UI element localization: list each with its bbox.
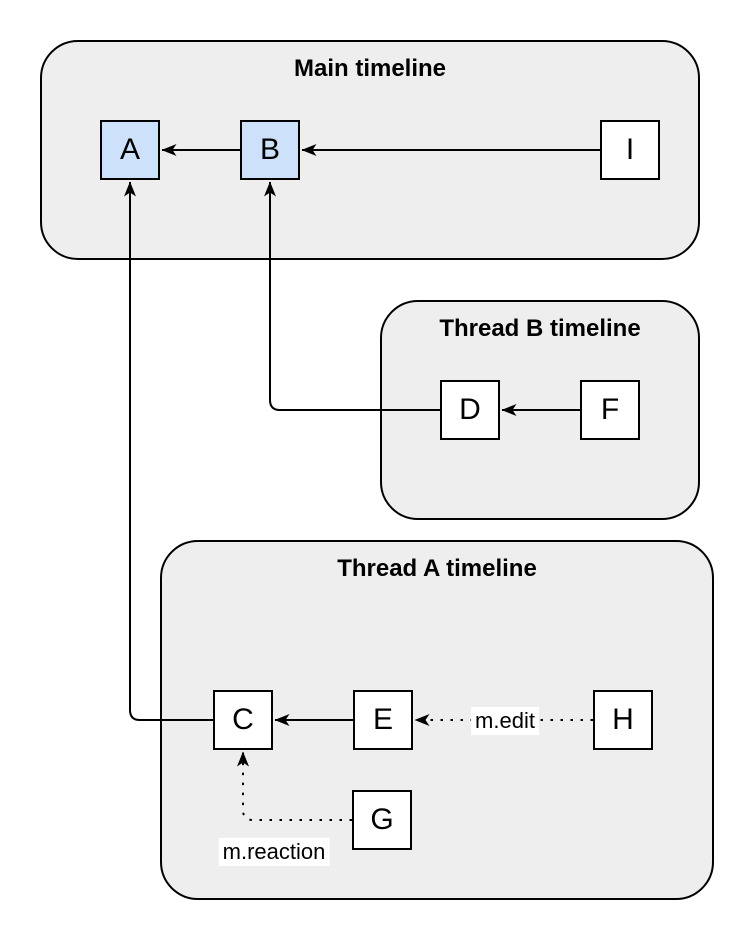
edge-label-m-reaction: m.reaction <box>218 837 330 867</box>
main-timeline-group-title: Main timeline <box>293 55 447 82</box>
node-e: E <box>353 690 413 750</box>
node-f: F <box>580 380 640 440</box>
node-a: A <box>100 120 160 180</box>
node-d: D <box>440 380 500 440</box>
node-c: C <box>213 690 273 750</box>
edge-label-m-edit: m.edit <box>471 706 539 736</box>
node-h: H <box>593 690 653 750</box>
node-b: B <box>240 120 300 180</box>
node-i: I <box>600 120 660 180</box>
thread-b-timeline-group: Thread B timeline <box>380 300 700 520</box>
node-g: G <box>352 790 412 850</box>
thread-a-timeline-group-title: Thread A timeline <box>337 555 537 582</box>
thread-b-timeline-group-title: Thread B timeline <box>439 315 641 342</box>
